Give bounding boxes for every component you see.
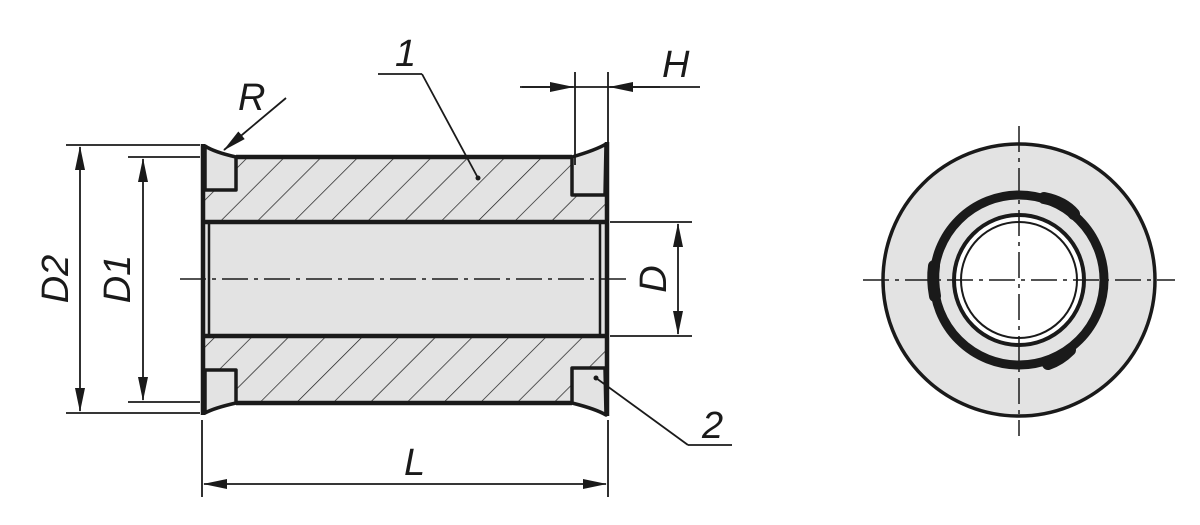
insert-top-right xyxy=(570,142,608,197)
insert-top-left xyxy=(203,144,238,192)
upper-wall xyxy=(205,157,605,222)
radius-leader xyxy=(223,97,287,151)
section-view xyxy=(180,142,630,417)
dimensions xyxy=(66,72,732,497)
part1-leader xyxy=(421,73,479,179)
label-height: H xyxy=(662,44,690,86)
label-d2: D2 xyxy=(35,255,77,304)
insert-bottom-left xyxy=(203,368,238,415)
insert-bottom-right xyxy=(570,366,608,417)
part2-leader xyxy=(595,377,689,446)
label-length: L xyxy=(404,442,425,484)
label-radius: R xyxy=(238,77,265,119)
end-view xyxy=(863,126,1175,436)
label-part-1: 1 xyxy=(395,33,416,75)
lower-wall xyxy=(205,336,605,403)
label-d1: D1 xyxy=(97,255,139,304)
label-part-2: 2 xyxy=(701,405,723,447)
label-d: D xyxy=(633,265,675,292)
